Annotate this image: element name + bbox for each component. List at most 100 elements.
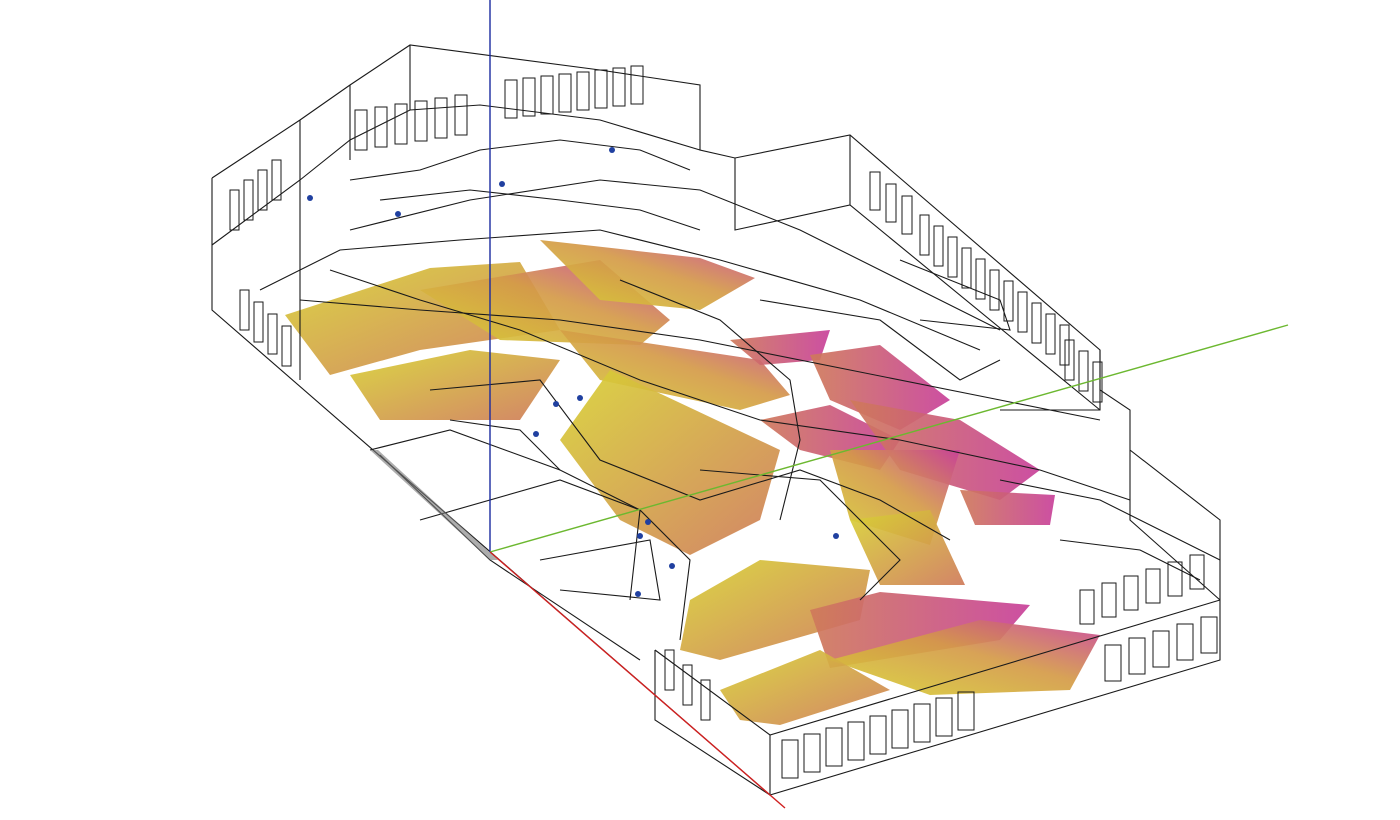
sensor-marker-icon bbox=[645, 519, 651, 525]
window bbox=[239, 289, 250, 331]
window bbox=[522, 77, 536, 117]
wireframe-edge bbox=[429, 379, 951, 541]
y-axis-line bbox=[489, 324, 1289, 553]
window bbox=[354, 109, 368, 151]
sensor-marker-icon bbox=[499, 181, 505, 187]
analysis-surface-patch bbox=[830, 620, 1100, 695]
hatched-edge bbox=[370, 450, 498, 560]
window bbox=[1017, 291, 1028, 333]
wireframe-edge bbox=[759, 299, 1001, 381]
sensor-marker-icon bbox=[669, 563, 675, 569]
wireframe-edge bbox=[329, 269, 1131, 501]
wireframe-edge bbox=[211, 104, 701, 246]
wireframe-edge bbox=[1129, 450, 1221, 601]
sensor-marker-icon bbox=[533, 431, 539, 437]
wireframe-edge bbox=[1059, 539, 1201, 581]
window bbox=[1128, 637, 1146, 675]
window bbox=[1064, 339, 1075, 381]
window bbox=[885, 183, 897, 223]
analysis-surface-patch bbox=[730, 330, 830, 365]
wireframe-edge bbox=[654, 650, 771, 796]
window bbox=[1176, 623, 1194, 661]
analysis-surface-patch bbox=[810, 345, 950, 430]
analysis-surface-patch bbox=[810, 592, 1030, 668]
window bbox=[957, 691, 975, 731]
window bbox=[558, 73, 572, 113]
wireframe-edge bbox=[899, 259, 1011, 331]
window bbox=[869, 715, 887, 755]
analysis-surface-patch bbox=[960, 490, 1055, 525]
analysis-surface-patch bbox=[680, 560, 870, 660]
window bbox=[975, 258, 986, 300]
window bbox=[825, 727, 843, 767]
window bbox=[935, 697, 953, 737]
window bbox=[267, 313, 278, 355]
wireframe-edge bbox=[349, 179, 1001, 331]
window bbox=[919, 214, 930, 256]
analysis-surface-patch bbox=[720, 650, 890, 725]
window bbox=[1189, 554, 1205, 590]
window bbox=[901, 195, 913, 235]
window bbox=[891, 709, 909, 749]
window bbox=[594, 69, 608, 109]
window bbox=[664, 649, 675, 691]
window bbox=[961, 247, 972, 289]
wireframe-edge bbox=[1000, 350, 1101, 411]
sensor-marker-icon bbox=[395, 211, 401, 217]
window bbox=[682, 664, 693, 706]
wireframe-edge bbox=[619, 279, 801, 521]
window bbox=[1145, 568, 1161, 604]
sensor-marker-icon bbox=[307, 195, 313, 201]
coordinate-axes bbox=[370, 0, 1289, 809]
sensor-marker-icon bbox=[833, 533, 839, 539]
sensor-markers bbox=[307, 147, 839, 597]
window bbox=[1031, 302, 1042, 344]
window bbox=[933, 225, 944, 267]
wireframe-edge bbox=[379, 189, 701, 231]
wireframe-edge bbox=[539, 539, 661, 601]
window bbox=[1200, 616, 1218, 654]
window bbox=[1092, 361, 1103, 403]
window bbox=[847, 721, 865, 761]
analysis-surface-patch bbox=[350, 350, 560, 420]
building-wireframe bbox=[211, 44, 1221, 796]
wireframe-edge bbox=[259, 229, 981, 351]
window bbox=[229, 189, 240, 231]
wireframe-edge bbox=[211, 44, 1221, 796]
window bbox=[504, 79, 518, 119]
window bbox=[1104, 644, 1122, 682]
sensor-marker-icon bbox=[577, 395, 583, 401]
analysis-surface-patch bbox=[540, 240, 755, 310]
wireframe-edge bbox=[999, 479, 1221, 561]
window bbox=[243, 179, 254, 221]
window bbox=[1152, 630, 1170, 668]
window bbox=[271, 159, 282, 201]
sensor-marker-icon bbox=[609, 147, 615, 153]
window bbox=[1003, 280, 1014, 322]
analysis-surface-patch bbox=[560, 370, 780, 555]
window bbox=[281, 325, 292, 367]
window bbox=[869, 171, 881, 211]
window bbox=[1123, 575, 1139, 611]
window bbox=[394, 103, 408, 145]
window bbox=[1167, 561, 1183, 597]
window bbox=[434, 97, 448, 139]
window bbox=[700, 679, 711, 721]
wireframe-edge bbox=[349, 139, 691, 181]
window bbox=[630, 65, 644, 105]
wireframe-edge bbox=[734, 158, 1101, 411]
window bbox=[1079, 589, 1095, 625]
window bbox=[612, 67, 626, 107]
wireframe-edge bbox=[369, 429, 691, 641]
window bbox=[781, 739, 799, 779]
window bbox=[253, 301, 264, 343]
window bbox=[576, 71, 590, 111]
sensor-marker-icon bbox=[553, 401, 559, 407]
window bbox=[803, 733, 821, 773]
window bbox=[1045, 313, 1056, 355]
x-axis-line bbox=[489, 551, 786, 809]
sensor-marker-icon bbox=[635, 591, 641, 597]
analysis-surface-patch bbox=[850, 510, 965, 585]
window bbox=[1101, 582, 1117, 618]
